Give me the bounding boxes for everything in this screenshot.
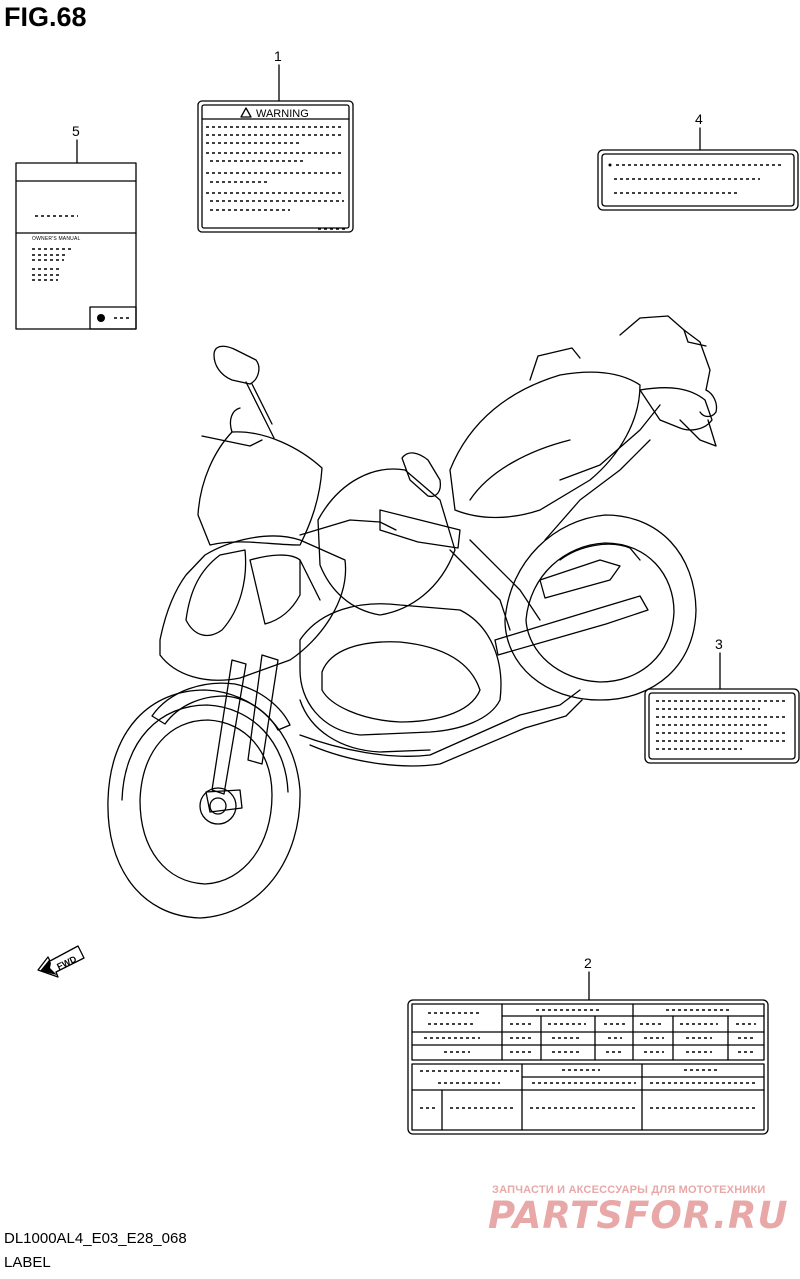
brand-emblem-icon xyxy=(97,314,105,322)
forward-arrow-icon: FWD xyxy=(37,945,85,978)
callout-4[interactable]: 4 xyxy=(695,111,703,127)
figure-title: FIG.68 xyxy=(4,2,87,32)
label-4[interactable] xyxy=(597,127,799,211)
watermark-tagline: ЗАПЧАСТИ И АКСЕССУАРЫ ДЛЯ МОТОТЕХНИКИ xyxy=(492,1184,766,1196)
label-3[interactable] xyxy=(644,652,800,764)
manual-caption: OWNER'S MANUAL xyxy=(32,236,81,242)
info-table-label-2[interactable] xyxy=(407,971,769,1135)
warning-triangle-icon xyxy=(240,107,252,118)
section-label: LABEL xyxy=(4,1254,51,1271)
warning-heading: WARNING xyxy=(256,108,309,120)
callout-5[interactable]: 5 xyxy=(72,123,80,139)
warning-label-1[interactable]: WARNING xyxy=(197,64,354,233)
manual-label-5[interactable] xyxy=(15,139,137,330)
callout-2[interactable]: 2 xyxy=(584,955,592,971)
callout-3[interactable]: 3 xyxy=(715,636,723,652)
diagram-code: DL1000AL4_E03_E28_068 xyxy=(4,1230,187,1247)
motorcycle-outline xyxy=(107,315,718,919)
callout-1[interactable]: 1 xyxy=(274,48,282,64)
watermark-logo: PARTSFOR.RU xyxy=(488,1194,789,1237)
